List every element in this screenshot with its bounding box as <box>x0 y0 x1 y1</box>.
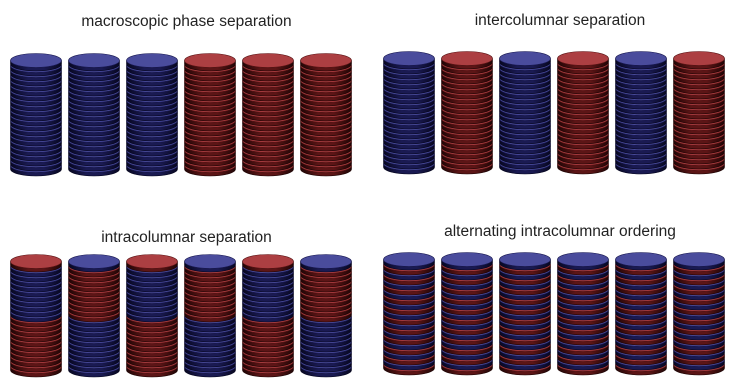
disc-red <box>673 51 725 70</box>
disc-red <box>557 51 609 70</box>
panel-title: alternating intracolumnar ordering <box>444 223 676 240</box>
panel-intracolumnar-separation: intracolumnar separation <box>0 187 373 378</box>
disc-red <box>10 254 62 273</box>
disc-column <box>557 51 609 175</box>
column-stack-diagram <box>383 51 725 175</box>
disc-column <box>673 252 725 376</box>
disc-column <box>242 53 294 177</box>
disc-column <box>499 252 551 376</box>
disc-column <box>441 252 493 376</box>
disc-column <box>383 252 435 376</box>
panel-title: intracolumnar separation <box>101 229 272 246</box>
disc-column <box>10 53 62 177</box>
disc-blue <box>557 252 609 271</box>
panel-title: macroscopic phase separation <box>81 13 292 30</box>
disc-blue <box>184 254 236 273</box>
disc-blue <box>68 254 120 273</box>
disc-blue <box>441 252 493 271</box>
disc-blue <box>499 252 551 271</box>
column-stack-diagram <box>10 254 352 378</box>
disc-column <box>242 254 294 378</box>
disc-red <box>126 254 178 273</box>
disc-blue <box>10 53 62 72</box>
disc-blue <box>126 53 178 72</box>
disc-red <box>184 53 236 72</box>
disc-column <box>126 53 178 177</box>
disc-red <box>242 254 294 273</box>
disc-red <box>300 53 352 72</box>
disc-blue <box>383 252 435 271</box>
panel-alternating-intracolumnar-ordering: alternating intracolumnar ordering <box>373 187 747 376</box>
disc-column <box>615 51 667 175</box>
disc-column <box>615 252 667 376</box>
disc-column <box>673 51 725 175</box>
panel-title: intercolumnar separation <box>474 12 646 29</box>
disc-column <box>184 254 236 378</box>
disc-column <box>184 53 236 177</box>
disc-column <box>441 51 493 175</box>
disc-blue <box>499 51 551 70</box>
disc-column <box>68 53 120 177</box>
disc-blue <box>615 252 667 271</box>
disc-red <box>242 53 294 72</box>
disc-column <box>300 254 352 378</box>
disc-blue <box>68 53 120 72</box>
panel-macroscopic-phase-separation: macroscopic phase separation <box>0 0 373 187</box>
disc-column <box>68 254 120 378</box>
column-stack-diagram <box>10 53 352 177</box>
disc-blue <box>615 51 667 70</box>
disc-column <box>10 254 62 378</box>
disc-red <box>441 51 493 70</box>
disc-blue <box>300 254 352 273</box>
column-stack-diagram <box>383 252 725 376</box>
disc-column <box>300 53 352 177</box>
disc-column <box>499 51 551 175</box>
disc-column <box>383 51 435 175</box>
disc-blue <box>383 51 435 70</box>
disc-column <box>126 254 178 378</box>
disc-column <box>557 252 609 376</box>
panel-intercolumnar-separation: intercolumnar separation <box>373 0 747 187</box>
disc-blue <box>673 252 725 271</box>
